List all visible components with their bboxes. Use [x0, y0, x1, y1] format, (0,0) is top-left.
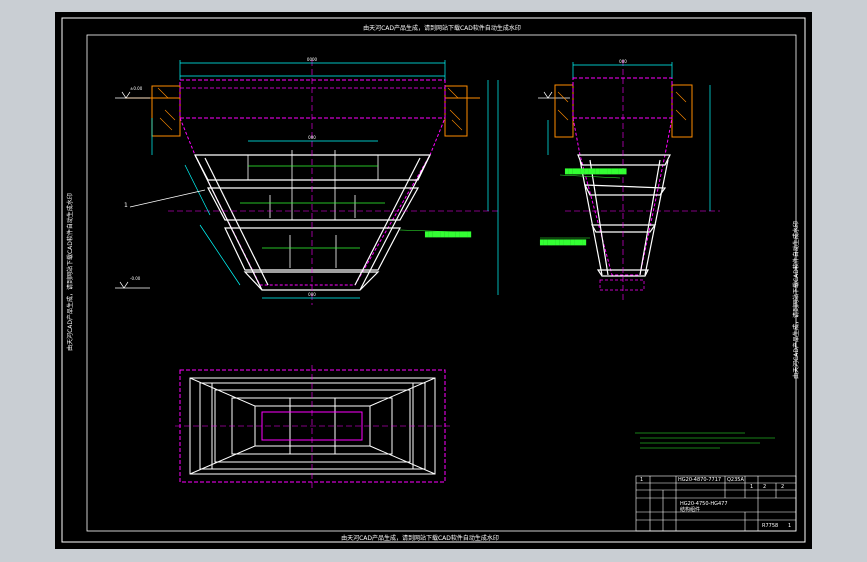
outer-border — [61, 17, 806, 543]
title-row1-code: HG20-4870-7717 — [678, 477, 721, 483]
drawing-background — [55, 12, 812, 549]
callout-number: 1 — [124, 202, 128, 209]
hopper-top-box — [179, 79, 446, 119]
svg-text:000: 000 — [308, 135, 316, 140]
drawing-number: R7758 — [762, 523, 778, 529]
inner-border — [86, 34, 797, 532]
title-name1: HG20-4750-HG477 — [680, 501, 728, 507]
title-row1-item: 1 — [640, 477, 643, 483]
top-watermark: 由天河CAD产品生成，请到网站下载CAD软件自动生成水印 — [363, 24, 521, 32]
title-row1-material: Q235A — [727, 477, 744, 483]
title-row2-b: 2 — [763, 484, 766, 490]
right-watermark: 由天河CAD产品生成，请到网站下载CAD软件自动生成水印 — [792, 221, 800, 379]
svg-text:000: 000 — [619, 59, 627, 64]
callout-leader — [129, 189, 206, 208]
svg-text:-0.00: -0.00 — [130, 276, 141, 281]
title-name2: 结构组件 — [680, 506, 700, 513]
hopper-outline — [179, 117, 446, 286]
svg-text:±0.00: ±0.00 — [130, 86, 143, 91]
technical-notes — [635, 432, 775, 449]
side-view: 000 ████████████████ ████████████ — [539, 59, 720, 300]
svg-text:000: 000 — [308, 292, 316, 297]
title-block — [635, 475, 797, 532]
title-row2-c: 2 — [781, 484, 784, 490]
title-row2-a: 1 — [750, 484, 753, 490]
svg-text:0000: 0000 — [307, 57, 318, 62]
svg-text:████████████: ████████████ — [424, 231, 471, 238]
bottom-watermark: 由天河CAD产品生成，请到网站下载CAD软件自动生成水印 — [341, 534, 499, 542]
left-watermark: 由天河CAD产品生成，请到网站下载CAD软件自动生成水印 — [66, 193, 74, 351]
front-view: 0000 000 000 ±0.00 -0.00 1 ████████████ — [115, 57, 570, 305]
foundation-left — [151, 85, 181, 137]
svg-text:████████████████: ████████████████ — [564, 168, 627, 175]
side-foundation-left — [554, 84, 574, 138]
sheet-number: 1 — [788, 523, 791, 529]
svg-text:████████████: ████████████ — [539, 239, 586, 246]
plan-view — [175, 365, 450, 488]
